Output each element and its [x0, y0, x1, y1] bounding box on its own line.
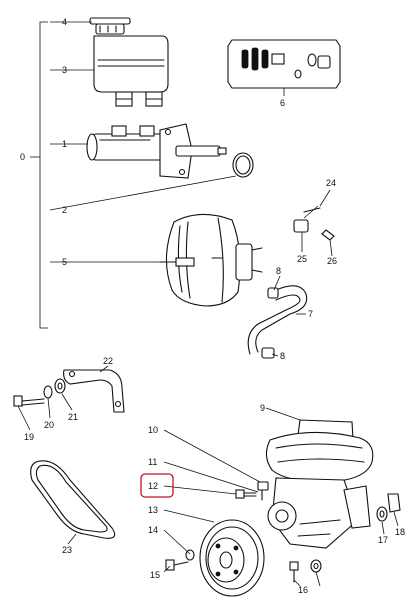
vacuum-pump-9 — [265, 419, 374, 549]
callout-23: 23 — [62, 545, 72, 555]
callout-8a: 8 — [276, 266, 281, 276]
reservoir-cap-4 — [89, 17, 131, 35]
callout-6: 6 — [280, 98, 285, 108]
brake-booster-5 — [159, 213, 263, 307]
callout-13: 13 — [148, 505, 158, 515]
callout-18: 18 — [395, 527, 405, 537]
mounting-bracket-22 — [63, 369, 125, 413]
bolt-14-15 — [165, 549, 195, 571]
callout-5: 5 — [62, 257, 67, 267]
callout-25: 25 — [297, 254, 307, 264]
assembly-bracket-0 — [30, 21, 48, 329]
leader-lines — [17, 21, 399, 587]
master-cylinder-1 — [86, 123, 227, 179]
washer-20 — [43, 385, 53, 399]
callout-15: 15 — [150, 570, 160, 580]
callout-21: 21 — [68, 412, 78, 422]
callout-labels: 0 4 3 1 2 5 6 24 25 26 8 7 8 22 19 20 21… — [20, 17, 405, 595]
callout-1: 1 — [62, 139, 67, 149]
callout-4: 4 — [62, 17, 67, 27]
bolt-12 — [235, 489, 257, 499]
callout-0: 0 — [20, 152, 25, 162]
bolt-19 — [13, 395, 45, 407]
callout-2: 2 — [62, 205, 67, 215]
vacuum-hose-7 — [247, 285, 308, 359]
washer-17-18 — [376, 493, 401, 522]
pulley-13 — [199, 519, 265, 597]
callout-16: 16 — [298, 585, 308, 595]
callout-3: 3 — [62, 65, 67, 75]
callout-17: 17 — [378, 535, 388, 545]
callout-14: 14 — [148, 525, 158, 535]
callout-8b: 8 — [280, 351, 285, 361]
callout-11: 11 — [148, 457, 157, 467]
callout-19: 19 — [24, 432, 34, 442]
callout-24: 24 — [326, 178, 336, 188]
seal-ring-2 — [232, 152, 254, 178]
highlight-box-12 — [140, 473, 174, 498]
callout-12: 12 — [148, 481, 158, 491]
repair-kit-6 — [227, 39, 341, 89]
brake-fluid-reservoir-3 — [93, 35, 169, 107]
callout-22: 22 — [103, 356, 113, 366]
callout-10: 10 — [148, 425, 158, 435]
bolt-16 — [289, 559, 322, 583]
nut-21 — [54, 378, 66, 394]
callout-26: 26 — [327, 256, 337, 266]
callout-20: 20 — [44, 420, 54, 430]
drive-belt-23 — [30, 460, 116, 539]
callout-9: 9 — [260, 403, 265, 413]
bolt-10-11 — [257, 481, 269, 501]
clip-parts-24-26 — [293, 205, 335, 241]
callout-7: 7 — [308, 309, 313, 319]
